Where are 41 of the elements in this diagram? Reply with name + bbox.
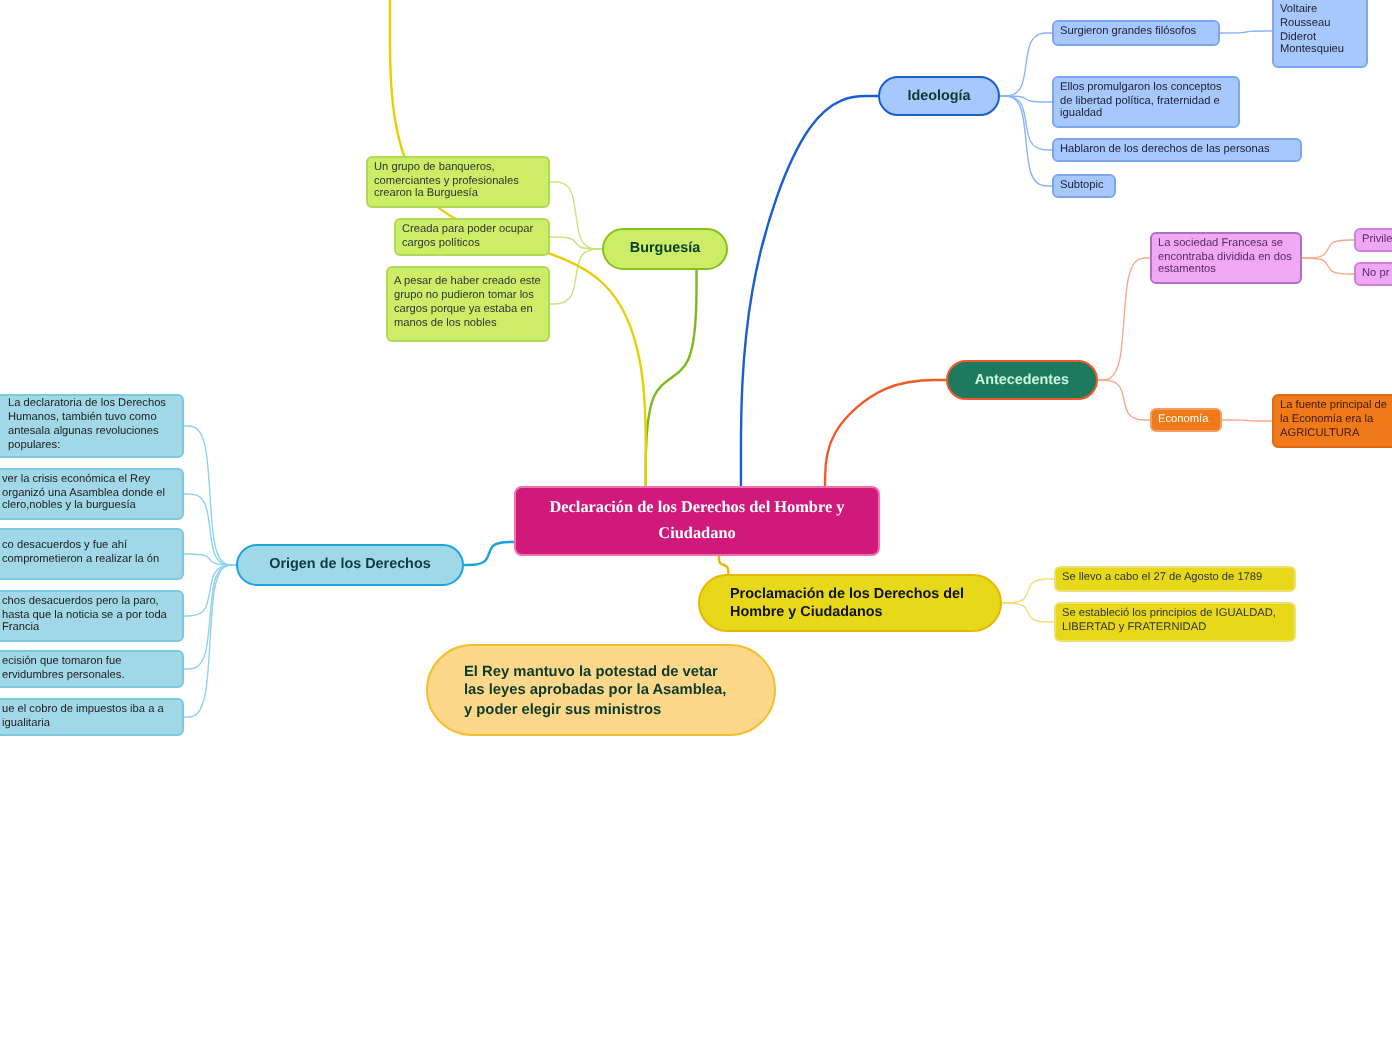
connector-line [183,564,237,718]
subtopic [394,218,550,256]
connector-line [999,95,1053,187]
subtopic [1054,566,1296,592]
subtopic [0,468,184,520]
connector-line [1097,379,1151,421]
connector-line [464,540,514,567]
subtopic [1272,394,1392,448]
main-topic [236,544,464,586]
subtopic [1052,174,1116,198]
subtopic [0,650,184,688]
subtopic [0,394,184,458]
subtopic [1054,602,1296,642]
connector-line [739,94,878,486]
connector-line [1219,30,1273,34]
subtopic [1354,228,1392,252]
subtopic [386,266,550,342]
subtopic [1272,0,1368,68]
subtopic [0,698,184,736]
connector-line [717,556,730,574]
connector-line [823,378,946,486]
connector-line [1001,602,1055,623]
connector-line [549,248,603,305]
central-topic [514,486,880,556]
subtopic [1354,262,1392,286]
main-topic [878,76,1000,116]
subtopic [0,590,184,642]
main-topic [698,574,1002,632]
floating-topic [426,644,776,736]
main-topic [602,228,728,270]
subtopic [1150,408,1222,432]
subtopic [1052,76,1240,128]
connector-line [1221,419,1273,422]
subtopic [0,528,184,580]
topic-text: Declaración de los Derechos del Hombre y Ciudadano [547,495,847,545]
subtopic [1150,232,1302,284]
subtopic [366,156,550,208]
subtopic [1052,20,1220,46]
connector-line [1301,257,1355,275]
main-topic [946,360,1098,400]
subtopic [1052,138,1302,162]
